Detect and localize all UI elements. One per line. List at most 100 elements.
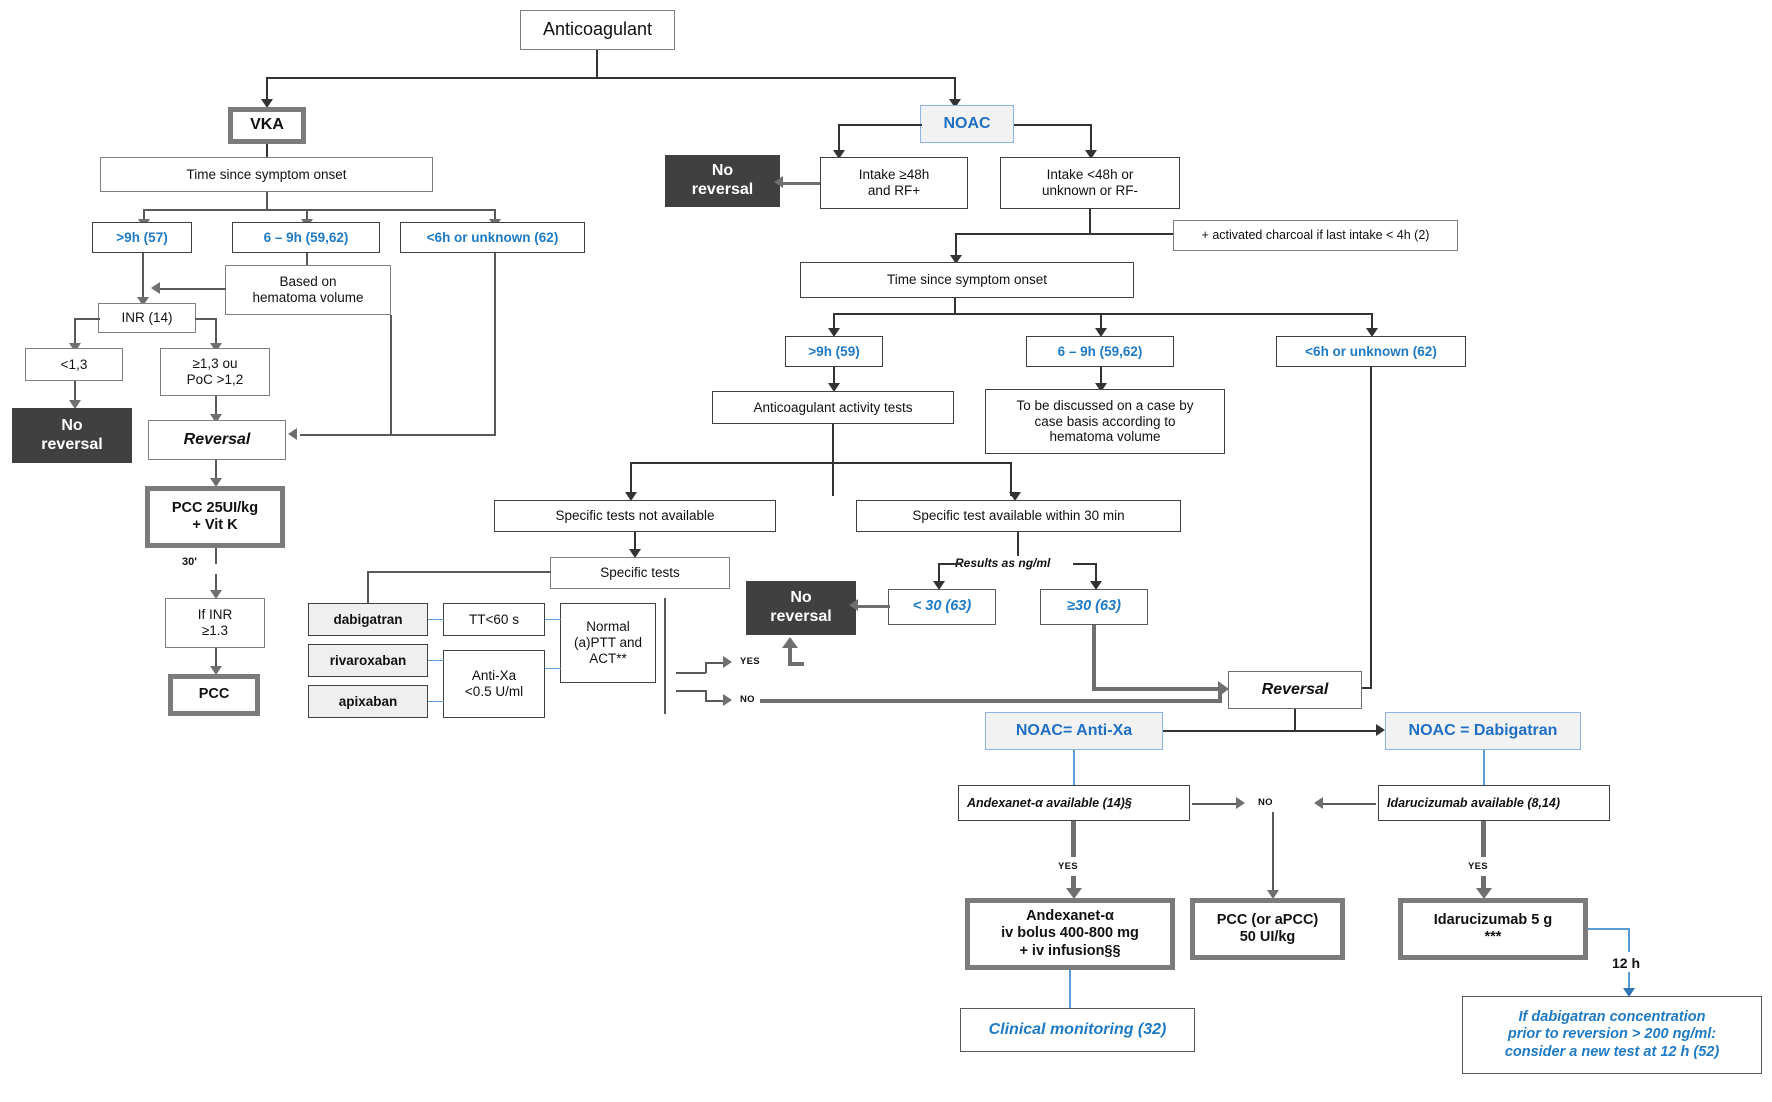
arrowhead [1218, 681, 1229, 697]
node-noac-time[interactable]: Time since symptom onset [800, 262, 1134, 298]
node-noac-intake-ge48[interactable]: Intake ≥48h and RF+ [820, 157, 968, 209]
arrowhead [210, 343, 222, 352]
node-noac-antixa[interactable]: NOAC= Anti-Xa [985, 712, 1163, 750]
node-vka-reversal[interactable]: Reversal [148, 420, 286, 460]
node-vka-inr[interactable]: INR (14) [98, 303, 196, 333]
node-noac-6-9h[interactable]: 6 – 9h (59,62) [1026, 336, 1174, 367]
connector [266, 192, 268, 209]
arrowhead [950, 255, 962, 264]
label-12h: 12 h [1612, 955, 1641, 971]
node-noac-no-reversal-2[interactable]: No reversal [746, 581, 856, 635]
node-noac-activity-tests[interactable]: Anticoagulant activity tests [712, 391, 954, 424]
arrowhead [1267, 890, 1279, 899]
connector [494, 253, 496, 435]
connector [858, 605, 890, 608]
node-andexanet-available[interactable]: Andexanet-α available (14)§ [958, 785, 1190, 821]
node-test-tt[interactable]: TT<60 s [443, 603, 545, 636]
node-noac-reversal[interactable]: Reversal [1228, 671, 1362, 709]
arrowhead [949, 99, 961, 108]
label-30min: 30' [182, 556, 197, 568]
node-pcc-apcc[interactable]: PCC (or aPCC) 50 UI/kg [1190, 898, 1345, 960]
arrowhead [933, 581, 945, 590]
arrowhead [828, 328, 840, 337]
arrowhead [288, 428, 297, 440]
connector [215, 318, 217, 346]
connector [1370, 367, 1372, 689]
node-noac-dabigatran[interactable]: NOAC = Dabigatran [1385, 712, 1581, 750]
node-vka-lt6h[interactable]: <6h or unknown (62) [400, 222, 585, 253]
node-vka-pcc-vitk[interactable]: PCC 25UI/kg + Vit K [145, 486, 285, 548]
label-no-middle: NO [1258, 797, 1273, 808]
connector [390, 315, 392, 435]
node-noac-tests-not-available[interactable]: Specific tests not available [494, 500, 776, 532]
node-vka-hematoma[interactable]: Based on hematoma volume [225, 265, 391, 315]
arrowhead [69, 343, 81, 352]
connector [1322, 803, 1376, 805]
node-noac-intake-lt48[interactable]: Intake <48h or unknown or RF- [1000, 157, 1180, 209]
node-noac-charcoal[interactable]: + activated charcoal if last intake < 4h… [1173, 220, 1458, 251]
connector [300, 434, 496, 436]
node-clinical-monitoring[interactable]: Clinical monitoring (32) [960, 1008, 1195, 1052]
node-vka-gt9h[interactable]: >9h (57) [92, 222, 192, 253]
node-drug-rivaroxaban[interactable]: rivaroxaban [308, 644, 428, 677]
node-result-ge30[interactable]: ≥30 (63) [1040, 589, 1148, 625]
connector [1010, 462, 1012, 496]
node-vka-ge13[interactable]: ≥1,3 ou PoC >1,2 [160, 348, 270, 396]
connector [1017, 532, 1019, 556]
label-results-ngml: Results as ng/ml [955, 556, 1051, 570]
node-noac-no-reversal[interactable]: No reversal [665, 155, 780, 207]
node-noac[interactable]: NOAC [920, 105, 1014, 143]
connector [143, 209, 495, 211]
arrowhead [1090, 581, 1102, 590]
connector [1481, 821, 1486, 857]
arrowhead [210, 590, 222, 599]
arrowhead [774, 176, 783, 188]
connector [266, 144, 268, 162]
node-vka-no-reversal[interactable]: No reversal [12, 408, 132, 463]
connector [545, 619, 561, 621]
arrowhead [261, 99, 273, 108]
node-drug-dabigatran[interactable]: dabigatran [308, 603, 428, 636]
node-anticoagulant[interactable]: Anticoagulant [520, 10, 675, 50]
connector [1218, 687, 1222, 703]
node-noac-test-available-30[interactable]: Specific test available within 30 min [856, 500, 1181, 532]
node-noac-lt6h[interactable]: <6h or unknown (62) [1276, 336, 1466, 367]
connector [1100, 313, 1102, 332]
connector [676, 672, 706, 674]
node-vka-time[interactable]: Time since symptom onset [100, 157, 433, 192]
connector [634, 532, 636, 554]
arrowhead [1236, 797, 1245, 809]
label-yes-tests: YES [740, 656, 760, 667]
node-drug-apixaban[interactable]: apixaban [308, 685, 428, 718]
connector [160, 288, 226, 290]
connector [705, 662, 725, 664]
node-test-normal[interactable]: Normal (a)PTT and ACT** [560, 603, 656, 683]
connector [215, 548, 217, 564]
node-result-lt30[interactable]: < 30 (63) [888, 589, 996, 625]
connector [788, 662, 804, 666]
node-andexanet-dose[interactable]: Andexanet-α iv bolus 400-800 mg + iv inf… [965, 898, 1175, 970]
connector [367, 571, 369, 604]
node-vka-lt13[interactable]: <1,3 [25, 348, 123, 381]
node-idarucizumab-available[interactable]: Idarucizumab available (8,14) [1378, 785, 1610, 821]
connector [833, 313, 1373, 315]
connector [782, 182, 820, 185]
connector [215, 396, 217, 420]
node-noac-gt9h[interactable]: >9h (59) [785, 336, 883, 367]
arrowhead [137, 297, 149, 306]
connector [266, 77, 268, 101]
node-vka-pcc[interactable]: PCC [168, 674, 260, 716]
node-test-antixa[interactable]: Anti-Xa <0.5 U/ml [443, 650, 545, 718]
connector [306, 253, 308, 269]
node-vka[interactable]: VKA [228, 107, 306, 144]
node-dabigatran-note[interactable]: If dabigatran concentration prior to rev… [1462, 996, 1762, 1074]
node-noac-case-by-case[interactable]: To be discussed on a case by case basis … [985, 389, 1225, 454]
connector [266, 77, 956, 79]
connector [1272, 812, 1274, 896]
node-idarucizumab-dose[interactable]: Idarucizumab 5 g *** [1398, 898, 1588, 960]
connector [1069, 970, 1071, 1008]
node-vka-if-inr[interactable]: If INR ≥1.3 [165, 598, 265, 648]
node-vka-6-9h[interactable]: 6 – 9h (59,62) [232, 222, 380, 253]
connector [1294, 709, 1296, 732]
node-noac-specific-tests[interactable]: Specific tests [550, 557, 730, 589]
